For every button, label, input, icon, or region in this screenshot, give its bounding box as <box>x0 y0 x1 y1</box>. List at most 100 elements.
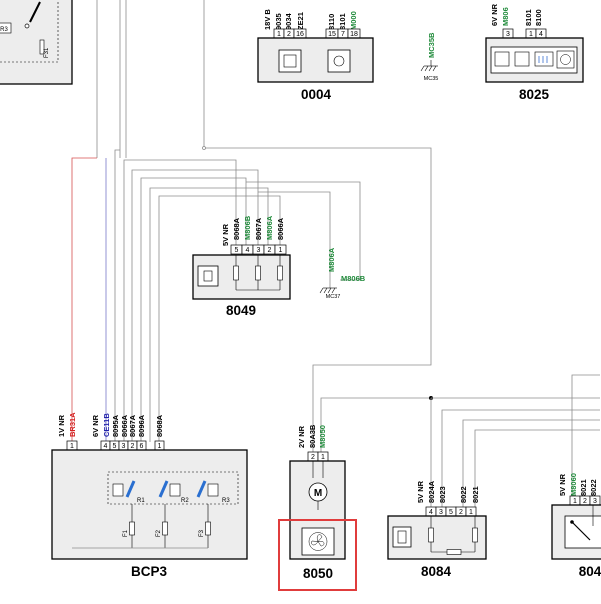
svg-text:2: 2 <box>131 443 135 450</box>
svg-text:1: 1 <box>70 443 74 450</box>
component-code-0004: 0004 <box>301 87 332 102</box>
wire-label-8021-804: 8021 <box>579 479 588 496</box>
svg-text:1: 1 <box>573 498 577 505</box>
ground-tag-mc37: MC37 <box>326 294 341 300</box>
wire-label-m8060: M8060 <box>569 473 578 496</box>
relay-r2: R2 <box>158 480 189 504</box>
wire-label-8066a: 8066A <box>120 414 129 437</box>
component-bcp3[interactable]: 1V NR BR31A 6V NR CE11B 8095A 8066A 8067… <box>51 412 248 579</box>
wire-label-8095a: 8095A <box>111 414 120 437</box>
fuses-bcp3: F1 F2 F3 <box>72 504 211 549</box>
svg-text:1: 1 <box>321 454 325 461</box>
ground-mc35: MC35B MC35 <box>420 32 438 82</box>
connector-label-bcp3-6v: 6V NR <box>91 414 100 437</box>
highlight-box <box>278 519 357 591</box>
wire-label-8068a-8049: 8068A <box>232 217 241 240</box>
svg-text:R2: R2 <box>181 498 189 504</box>
connector-label-bcp3-1v: 1V NR <box>57 414 66 437</box>
component-0004[interactable]: 18V B 9035 9034 ZE21 8110 8101 M000 1 2 … <box>257 9 374 102</box>
component-804[interactable]: 5V NR M8060 8021 8022 1 2 3 804 <box>551 473 601 579</box>
svg-text:2: 2 <box>287 31 291 38</box>
fan-icon <box>308 532 328 551</box>
label-ze21: ZE21 <box>296 12 305 30</box>
wire-label-m806b-8049: M806B <box>243 215 252 240</box>
svg-text:5: 5 <box>449 509 453 516</box>
svg-text:1: 1 <box>469 509 473 516</box>
svg-text:1: 1 <box>529 31 533 38</box>
svg-text:3: 3 <box>593 498 597 505</box>
motor-symbol: M <box>314 488 322 499</box>
svg-text:18: 18 <box>350 31 358 38</box>
label-9035: 9035 <box>274 13 283 30</box>
label-18v: 18V B <box>263 9 272 30</box>
svg-text:5: 5 <box>235 247 239 254</box>
component-code-8049: 8049 <box>226 303 256 318</box>
component-code-8025: 8025 <box>519 87 550 102</box>
svg-text:4: 4 <box>429 509 433 516</box>
label-8101-8025: 8101 <box>524 9 533 26</box>
wire-label-80a3b: 80A3B <box>308 424 317 448</box>
ground-label-m806a: M806A <box>327 247 336 272</box>
svg-text:2: 2 <box>583 498 587 505</box>
svg-text:1: 1 <box>279 247 283 254</box>
wire-label-br31a: BR31A <box>68 412 77 437</box>
svg-text:R3: R3 <box>222 498 230 504</box>
svg-text:F3: F3 <box>199 529 205 537</box>
svg-text:2: 2 <box>459 509 463 516</box>
svg-text:3: 3 <box>122 443 126 450</box>
pins-0004: 1 2 16 15 7 18 <box>273 28 361 39</box>
component-8084[interactable]: 5V NR 8024A 8023 8022 8021 4 3 5 2 1 808… <box>387 480 487 579</box>
svg-text:4: 4 <box>104 443 108 450</box>
svg-text:3: 3 <box>506 31 510 38</box>
connector-label-8084: 5V NR <box>416 480 425 503</box>
wire-label-8024a: 8024A <box>427 480 436 503</box>
wire-label-m8050: M8050 <box>318 425 327 448</box>
connector-label-8050: 2V NR <box>297 425 306 448</box>
pins-8025: 3 1 4 <box>502 28 547 39</box>
resistors-8049 <box>233 255 283 291</box>
wire-label-ce11b: CE11B <box>102 413 111 437</box>
pins-8084: 4 3 5 2 1 <box>425 506 477 517</box>
svg-text:F1: F1 <box>123 529 129 537</box>
svg-text:1: 1 <box>158 443 162 450</box>
svg-text:3: 3 <box>439 509 443 516</box>
svg-text:R1: R1 <box>137 498 145 504</box>
svg-text:3: 3 <box>257 247 261 254</box>
wire-label-8067a-8049: 8067A <box>254 217 263 240</box>
svg-text:2: 2 <box>311 454 315 461</box>
wire-label-8023: 8023 <box>438 486 447 503</box>
svg-text:5: 5 <box>113 443 117 450</box>
wire-label-m806a-8049: M806A <box>265 215 274 240</box>
label-m000: M000 <box>349 11 358 30</box>
svg-text:15: 15 <box>328 31 336 38</box>
label-8110: 8110 <box>327 14 336 30</box>
connector-label-804: 5V NR <box>558 473 567 496</box>
svg-text:7: 7 <box>341 31 345 38</box>
ground-mc37: M806A M806B MC37 <box>319 247 366 300</box>
component-8049[interactable]: 5V NR 8068A M806B 8067A M806A 8066A 5 4 … <box>192 215 291 318</box>
label-m806-8025: M806 <box>501 7 510 26</box>
wire-label-8022-804: 8022 <box>589 479 598 496</box>
wire-label-8067a: 8067A <box>128 414 137 437</box>
component-8025[interactable]: 6V NR M806 8101 8100 3 1 4 8025 <box>485 3 584 102</box>
component-8050[interactable]: 2V NR 80A3B M8050 2 1 M 8050 <box>278 424 357 591</box>
fuse-label-f31: F31 <box>44 47 50 58</box>
label-9034: 9034 <box>284 12 293 30</box>
wire-label-8022: 8022 <box>459 486 468 503</box>
svg-text:16: 16 <box>296 31 304 38</box>
connector-label-8025: 6V NR <box>490 3 499 26</box>
pins-bcp3: 1 4 5 3 2 6 1 <box>66 440 165 451</box>
svg-text:4: 4 <box>246 247 250 254</box>
component-code-804: 804 <box>579 564 601 579</box>
component-code-8084: 8084 <box>421 564 452 579</box>
wires <box>71 0 600 548</box>
pins-804: 1 2 3 <box>569 495 601 506</box>
wire-label-8021: 8021 <box>471 486 480 503</box>
wire-label-8066a-8049: 8066A <box>276 217 285 240</box>
ground-label-m806b: M806B <box>341 274 366 283</box>
pins-8050: 2 1 <box>307 451 329 462</box>
svg-text:6: 6 <box>140 443 144 450</box>
label-8101: 8101 <box>338 13 347 30</box>
label-8100-8025: 8100 <box>534 9 543 26</box>
